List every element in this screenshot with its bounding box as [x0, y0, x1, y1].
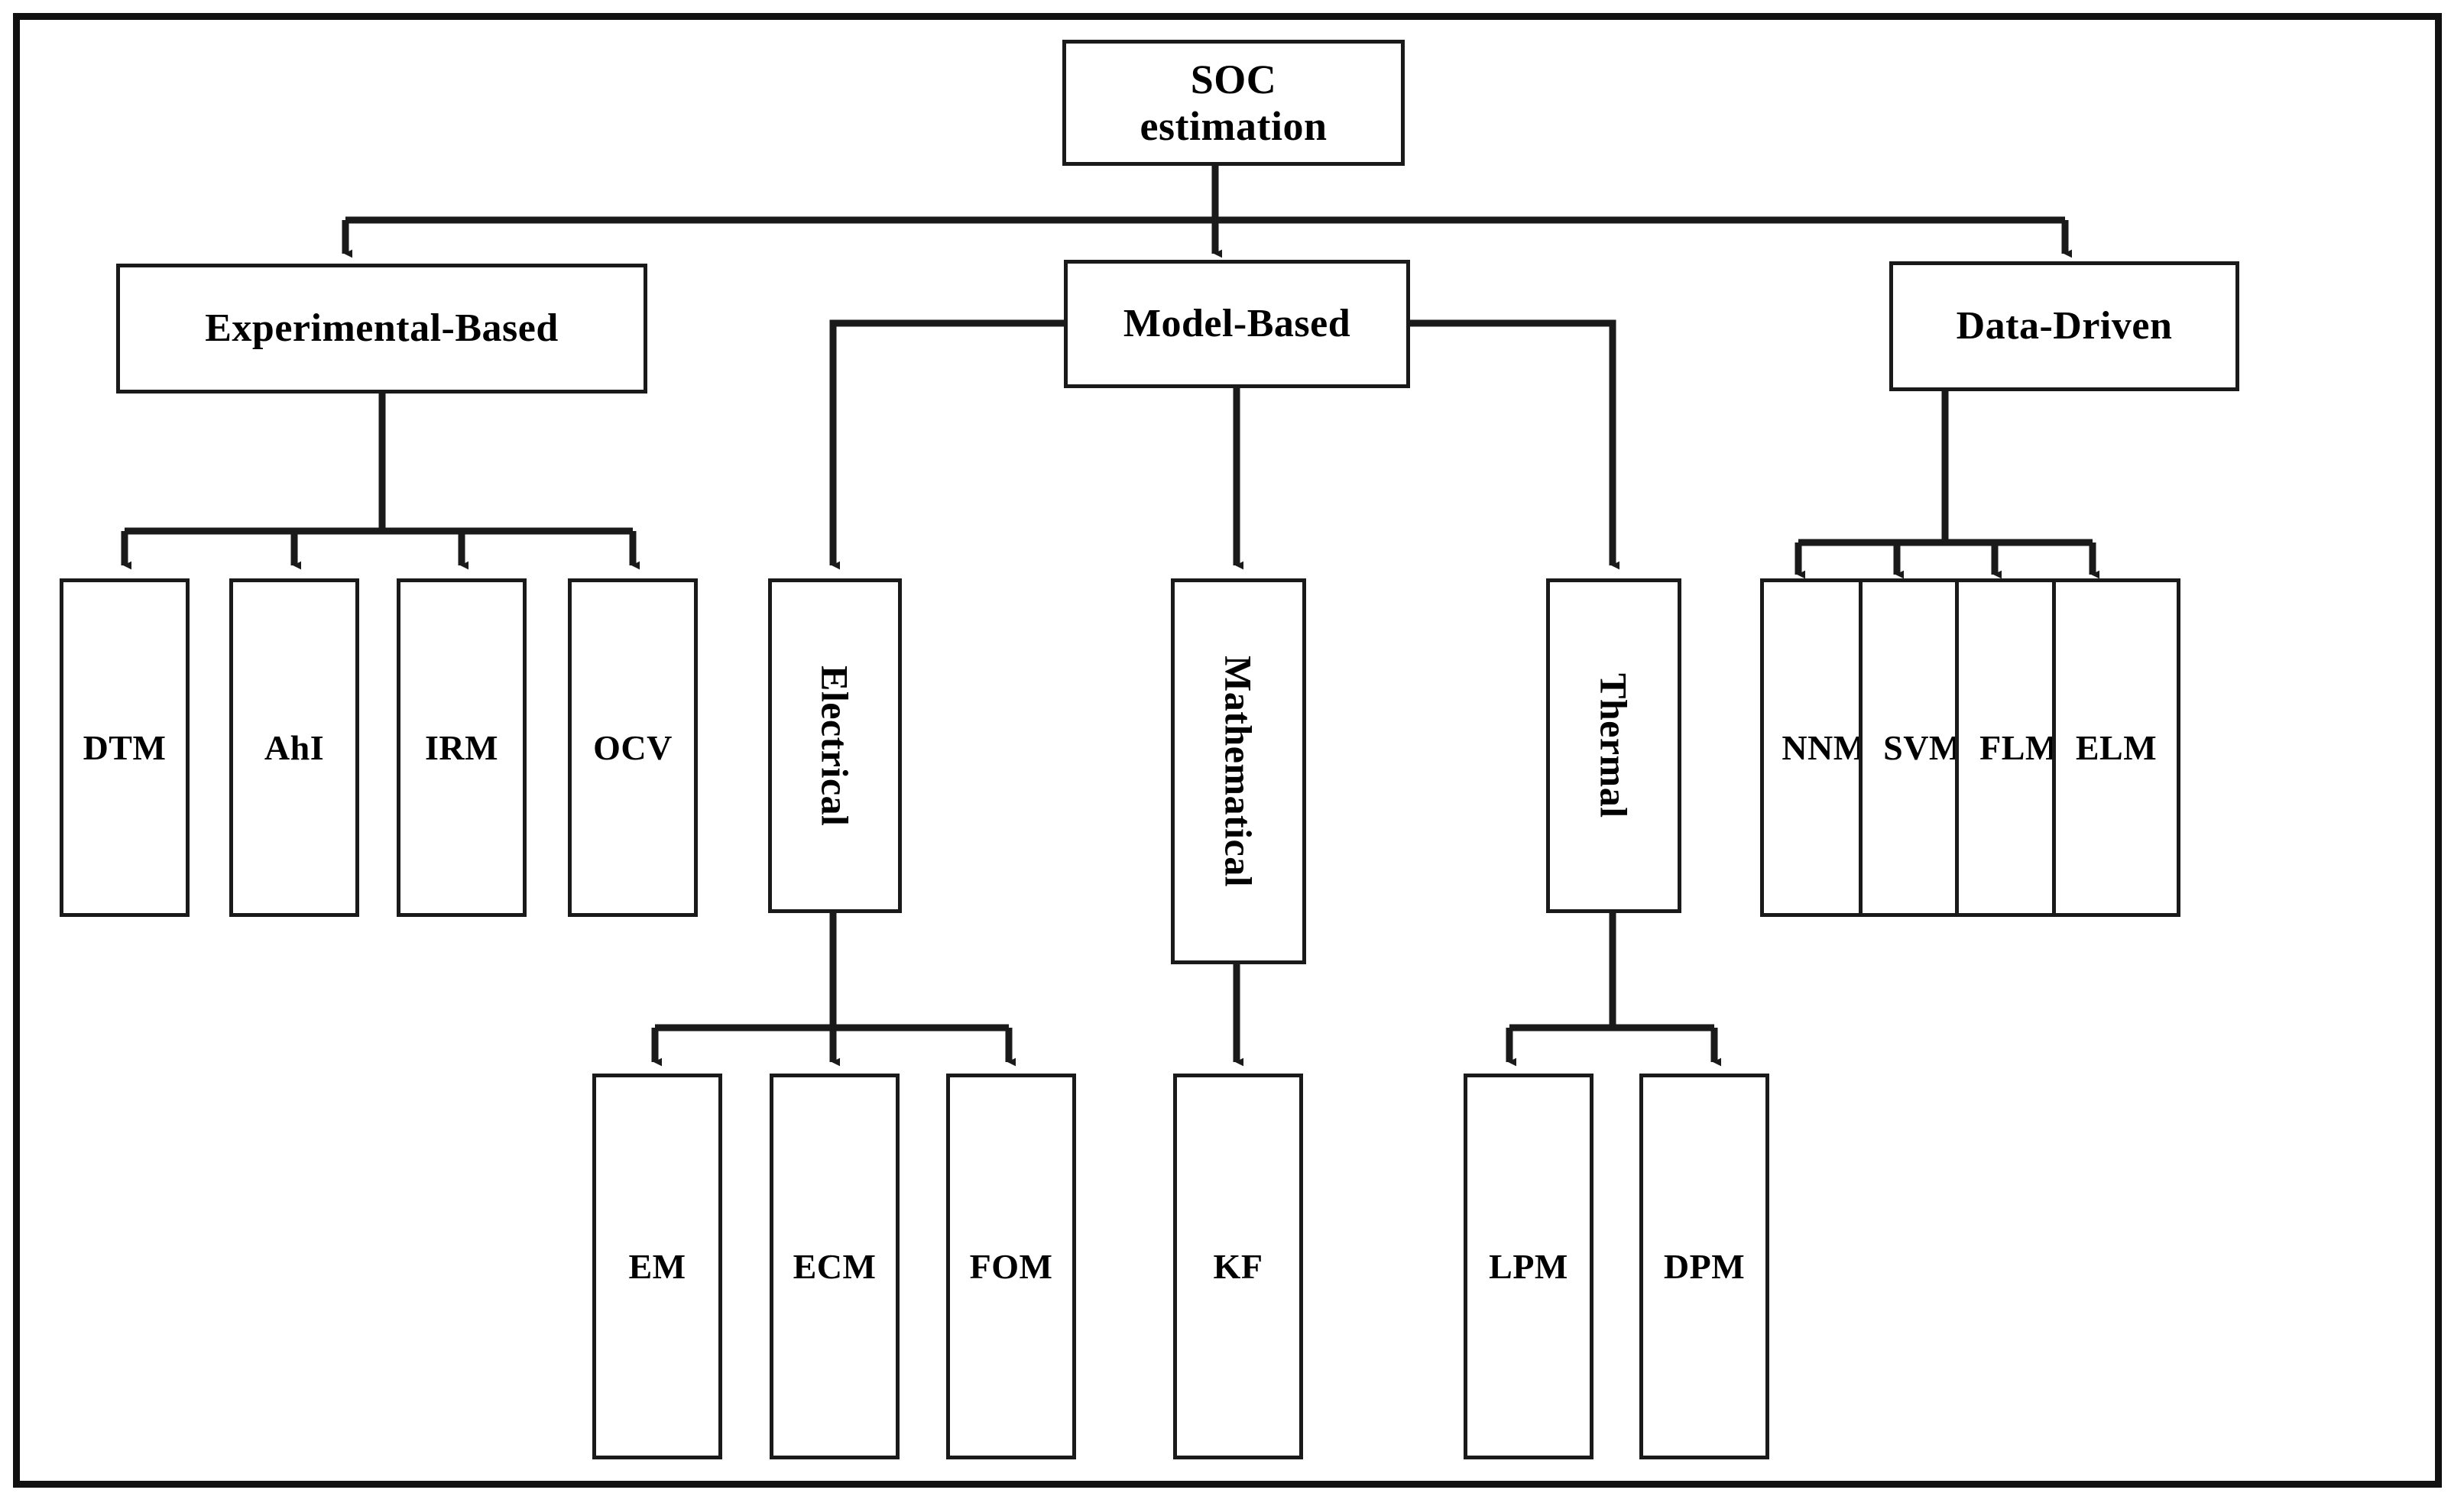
node-nnm-label: NNM [1782, 727, 1867, 767]
edge-model-right-to-thermal [1410, 319, 1620, 570]
node-kf-label: KF [1213, 1246, 1263, 1286]
node-dtm-label: DTM [83, 727, 167, 767]
node-electrical-label: Electrical [813, 665, 857, 827]
node-irm-label: IRM [424, 727, 499, 767]
node-dpm[interactable]: DPM [1639, 1074, 1769, 1459]
node-em[interactable]: EM [592, 1074, 722, 1459]
node-svm-label: SVM [1883, 727, 1963, 767]
node-flm-label: FLM [1979, 727, 2059, 767]
node-model-based-label: Model-Based [1123, 301, 1351, 345]
node-lpm[interactable]: LPM [1464, 1074, 1593, 1459]
node-elm-label: ELM [2075, 727, 2158, 767]
node-ecm[interactable]: ECM [770, 1074, 900, 1459]
node-ocv[interactable]: OCV [568, 578, 698, 917]
node-mathematical-label: Mathematical [1217, 655, 1260, 888]
node-thermal[interactable]: Thermal [1546, 578, 1681, 913]
node-data-driven-label: Data-Driven [1956, 303, 2173, 348]
node-ahi[interactable]: AhI [229, 578, 359, 917]
node-ahi-label: AhI [264, 727, 325, 767]
node-em-label: EM [628, 1246, 686, 1286]
node-soc-estimation[interactable]: SOC estimation [1062, 40, 1405, 166]
edge-model-left-to-electrical [829, 319, 1064, 570]
node-ecm-label: ECM [793, 1246, 877, 1286]
node-fom-label: FOM [969, 1246, 1053, 1286]
node-thermal-label: Thermal [1592, 673, 1636, 818]
node-dtm[interactable]: DTM [60, 578, 190, 917]
node-experimental-based-label: Experimental-Based [205, 306, 559, 350]
node-fom[interactable]: FOM [946, 1074, 1076, 1459]
node-irm[interactable]: IRM [397, 578, 527, 917]
node-experimental-based[interactable]: Experimental-Based [116, 264, 647, 394]
node-elm[interactable]: ELM [2052, 578, 2180, 917]
node-kf[interactable]: KF [1173, 1074, 1303, 1459]
node-electrical[interactable]: Electrical [768, 578, 902, 913]
node-ocv-label: OCV [593, 727, 673, 767]
node-lpm-label: LPM [1489, 1246, 1568, 1286]
node-model-based[interactable]: Model-Based [1064, 260, 1410, 388]
node-mathematical[interactable]: Mathematical [1171, 578, 1306, 964]
node-soc-estimation-label: SOC estimation [1140, 57, 1328, 149]
node-dpm-label: DPM [1663, 1246, 1746, 1286]
node-data-driven[interactable]: Data-Driven [1889, 261, 2239, 391]
